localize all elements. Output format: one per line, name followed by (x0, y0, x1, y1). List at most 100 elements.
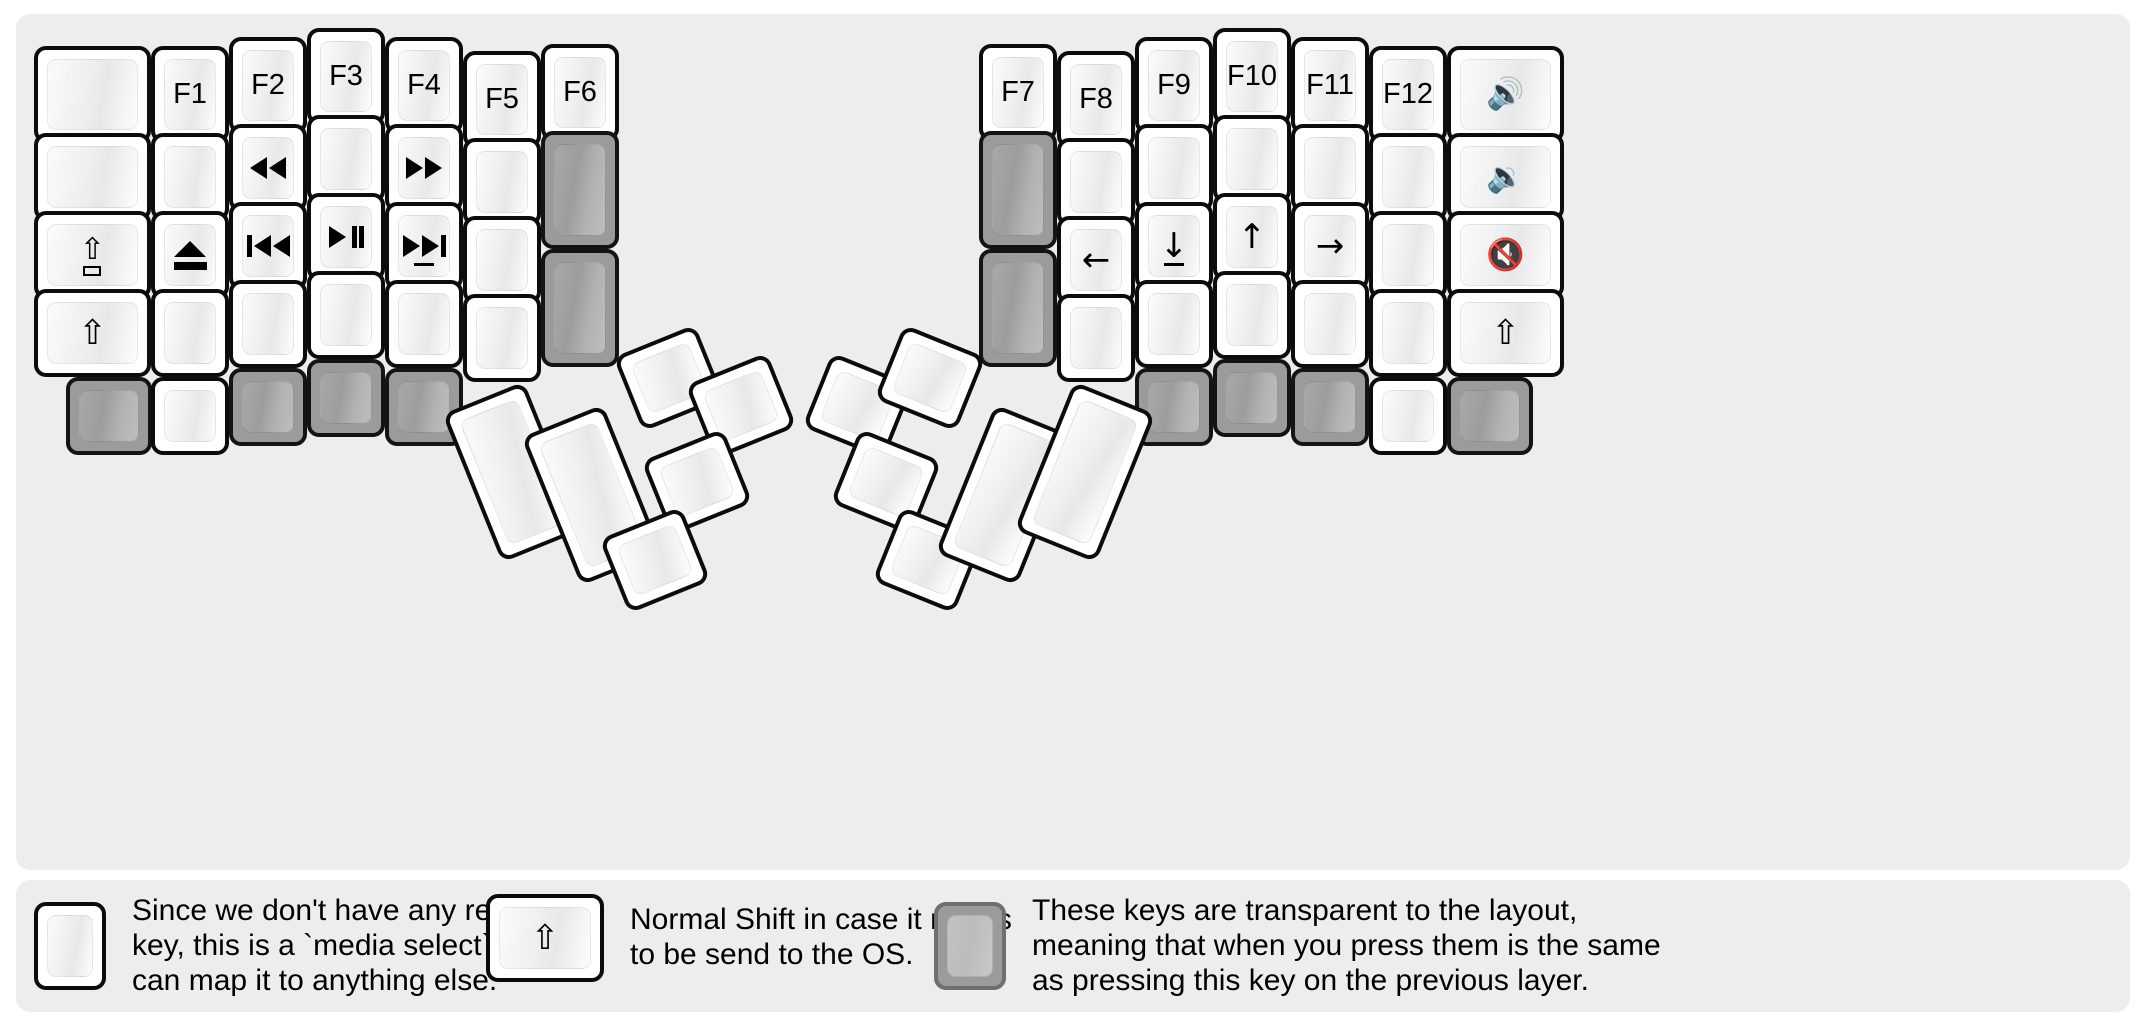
left-r1-c4-f3[interactable]: F3 (307, 28, 385, 125)
legend-transparent-text: These keys are transparent to the layout… (1032, 894, 1661, 997)
key-label: F5 (485, 83, 519, 115)
key-cap: 🔇 (1460, 224, 1551, 286)
key-label: F10 (1227, 60, 1277, 92)
left-r4-c4-blank[interactable] (307, 271, 385, 359)
legend-record-key (34, 902, 106, 991)
right-r5-c4-transparent[interactable] (1213, 359, 1291, 437)
right-r3-c4-arrow-up[interactable]: ↑ (1213, 193, 1291, 281)
left-r3-c7-transparent[interactable] (541, 249, 619, 367)
volume-mute-icon: 🔇 (1486, 236, 1525, 273)
right-r2-c5-blank[interactable] (1291, 124, 1369, 212)
key-cap (398, 293, 450, 355)
left-r2-c3-rewind[interactable] (229, 124, 307, 212)
media-rewind-icon (250, 157, 286, 179)
right-r4-c3-blank[interactable] (1135, 280, 1213, 368)
right-r4-c5-blank[interactable] (1291, 280, 1369, 368)
right-r4-c4-blank[interactable] (1213, 271, 1291, 359)
right-r3-c2-arrow-left[interactable]: ← (1057, 216, 1135, 304)
key-cap: F2 (242, 50, 294, 121)
legend-transparent-key (934, 902, 1006, 991)
key-cap: 🔊 (1460, 59, 1551, 130)
left-r3-c4-playpause[interactable] (307, 193, 385, 281)
right-r2-c1-transparent[interactable] (979, 131, 1057, 249)
caps-lock-shift-icon: ⇧ (80, 234, 105, 276)
left-r2-c5-fastforward[interactable] (385, 124, 463, 212)
right-r3-c3-arrow-down[interactable]: ↓ (1135, 202, 1213, 290)
left-r5-c4-transparent[interactable] (307, 359, 385, 437)
right-r1-c6-f12[interactable]: F12 (1369, 46, 1447, 143)
key-cap: F8 (1070, 64, 1122, 135)
right-r1-c2-f8[interactable]: F8 (1057, 51, 1135, 148)
right-r4-c7-shift[interactable]: ⇧ (1447, 289, 1564, 377)
right-r2-c2-blank[interactable] (1057, 138, 1135, 226)
right-r2-c6-blank[interactable] (1369, 133, 1447, 221)
key-cap (1304, 137, 1356, 199)
left-r2-c7-transparent[interactable] (541, 131, 619, 249)
key-cap (1382, 302, 1434, 364)
right-r3-c1-transparent[interactable] (979, 249, 1057, 367)
key-label: F8 (1079, 83, 1113, 115)
left-r1-c5-f4[interactable]: F4 (385, 37, 463, 134)
left-r4-c2-blank[interactable] (151, 289, 229, 377)
key-cap (1226, 284, 1278, 346)
key-cap: F1 (164, 59, 216, 130)
volume-up-icon: 🔊 (1486, 76, 1525, 112)
left-r3-c3-prevtrack[interactable] (229, 202, 307, 290)
left-r3-c2-eject[interactable] (151, 211, 229, 299)
left-r2-c2-stop[interactable] (151, 133, 229, 221)
key-cap (320, 128, 372, 190)
left-r3-c5-nexttrack[interactable] (385, 202, 463, 290)
key-cap (847, 445, 925, 519)
arrow-up-icon: ↑ (1237, 217, 1267, 257)
right-r4-c6-blank[interactable] (1369, 289, 1447, 377)
key-cap (1382, 390, 1434, 442)
left-r4-c5-blank[interactable] (385, 280, 463, 368)
left-r4-c1-shift[interactable]: ⇧ (34, 289, 151, 377)
left-r4-c6-blank[interactable] (463, 294, 541, 382)
right-r2-c7-volume-down[interactable]: 🔉 (1447, 133, 1564, 221)
right-r1-c4-f10[interactable]: F10 (1213, 28, 1291, 125)
left-r4-c3-blank[interactable] (229, 280, 307, 368)
left-r1-c3-f2[interactable]: F2 (229, 37, 307, 134)
key-label: F6 (563, 76, 597, 108)
key-cap (47, 59, 138, 130)
right-r1-c5-f11[interactable]: F11 (1291, 37, 1369, 134)
right-r3-c6-blank[interactable] (1369, 211, 1447, 299)
right-r1-c3-f9[interactable]: F9 (1135, 37, 1213, 134)
key-cap (992, 144, 1044, 236)
left-r3-c6-blank[interactable] (463, 216, 541, 304)
left-r5-c2-blank[interactable] (151, 377, 229, 455)
media-fast-forward-icon (406, 157, 442, 179)
key-cap: F3 (320, 41, 372, 112)
right-r1-c7-volume-up[interactable]: 🔊 (1447, 46, 1564, 143)
right-r2-c4-blank[interactable] (1213, 115, 1291, 203)
right-r5-c7-transparent[interactable] (1447, 377, 1533, 455)
key-label: F2 (251, 69, 285, 101)
key-cap (476, 307, 528, 369)
legend-shift-key: ⇧ (486, 894, 604, 982)
left-r5-c3-transparent[interactable] (229, 368, 307, 446)
left-r1-c6-f5[interactable]: F5 (463, 51, 541, 148)
left-r1-c7-f6[interactable]: F6 (541, 44, 619, 141)
left-r5-c1-transparent[interactable] (66, 377, 152, 455)
left-r2-c1-blank[interactable] (34, 133, 151, 221)
media-eject-icon (173, 240, 207, 270)
right-r3-c7-volume-mute[interactable]: 🔇 (1447, 211, 1564, 299)
right-r5-c5-transparent[interactable] (1291, 368, 1369, 446)
left-r3-c1-capslock[interactable]: ⇧ (34, 211, 151, 299)
arrow-left-icon: ← (1081, 240, 1111, 280)
left-r2-c6-blank[interactable] (463, 138, 541, 226)
key-cap (164, 224, 216, 286)
left-r1-c1-blank[interactable] (34, 46, 151, 143)
key-cap (320, 284, 372, 346)
key-cap: ⇧ (1460, 302, 1551, 364)
arrow-right-icon: → (1315, 226, 1345, 266)
right-r5-c6-blank[interactable] (1369, 377, 1447, 455)
right-r2-c3-blank[interactable] (1135, 124, 1213, 212)
right-r1-c1-f7[interactable]: F7 (979, 44, 1057, 141)
left-r2-c4-record[interactable] (307, 115, 385, 203)
left-r1-c2-f1[interactable]: F1 (151, 46, 229, 143)
right-r3-c5-arrow-right[interactable]: → (1291, 202, 1369, 290)
key-cap (554, 144, 606, 236)
right-r4-c2-blank[interactable] (1057, 294, 1135, 382)
